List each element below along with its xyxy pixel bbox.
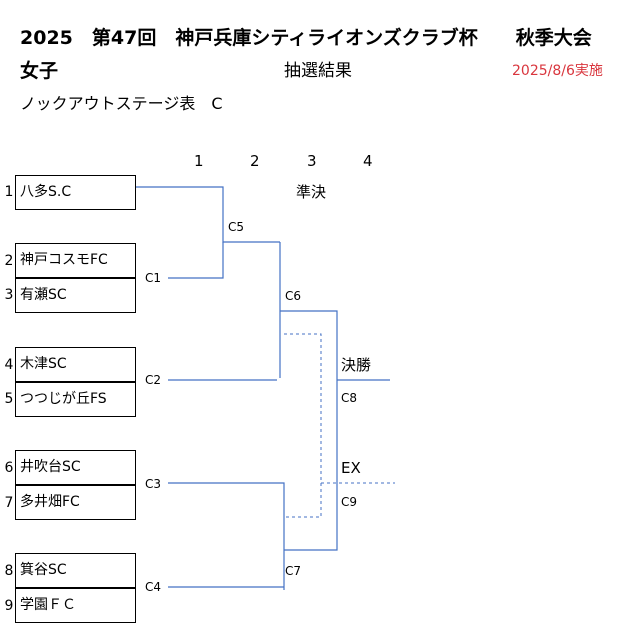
category-label: 女子 (20, 60, 59, 82)
stage-title: ノックアウトステージ表 C (20, 94, 223, 113)
bracket-line-c9-dashed (284, 333, 322, 518)
match-label-c1: C1 (145, 271, 162, 285)
final-label: 決勝 (341, 356, 372, 374)
round-number-4: 4 (363, 152, 373, 170)
bracket-line-c3 (168, 482, 285, 590)
team-box-1: 八多S.C (15, 175, 136, 210)
seed-number: 8 (4, 563, 14, 579)
match-label-c8: C8 (341, 391, 358, 405)
team-box-5: つつじが丘FS (15, 382, 136, 417)
seed-number: 4 (4, 357, 14, 373)
round-number-1: 1 (194, 152, 204, 170)
match-label-c6: C6 (285, 289, 302, 303)
bracket-line-team1 (135, 186, 280, 243)
seed-number: 3 (4, 287, 14, 303)
semifinal-label: 準決 (296, 183, 327, 201)
team-box-9: 学園ＦＣ (15, 588, 136, 623)
team-box-6: 井吹台SC (15, 450, 136, 485)
seed-number: 6 (4, 460, 14, 476)
team-box-4: 木津SC (15, 347, 136, 382)
team-box-2: 神戸コスモFC (15, 243, 136, 278)
seed-number: 2 (4, 253, 14, 269)
event-date: 2025/8/6実施 (512, 63, 603, 79)
team-box-7: 多井畑FC (15, 485, 136, 520)
seed-number: 1 (4, 184, 14, 200)
seed-number: 9 (4, 598, 14, 614)
seed-number: 5 (4, 391, 14, 407)
match-label-c3: C3 (145, 477, 162, 491)
match-label-c4: C4 (145, 580, 162, 594)
subtitle: 抽選結果 (284, 61, 352, 81)
match-label-c9: C9 (341, 495, 358, 509)
team-box-8: 箕谷SC (15, 553, 136, 588)
match-label-c7: C7 (285, 564, 302, 578)
round-number-3: 3 (307, 152, 317, 170)
bracket-line-c6 (280, 310, 338, 551)
seed-number: 7 (4, 495, 14, 511)
round-number-2: 2 (250, 152, 260, 170)
match-label-c5: C5 (228, 220, 245, 234)
team-box-3: 有瀬SC (15, 278, 136, 313)
page-title: 2025 第47回 神戸兵庫シティライオンズクラブ杯 秋季大会 (20, 27, 592, 49)
match-label-c2: C2 (145, 373, 162, 387)
bracket-line-c1 (168, 242, 224, 279)
extra-label: EX (341, 459, 361, 477)
